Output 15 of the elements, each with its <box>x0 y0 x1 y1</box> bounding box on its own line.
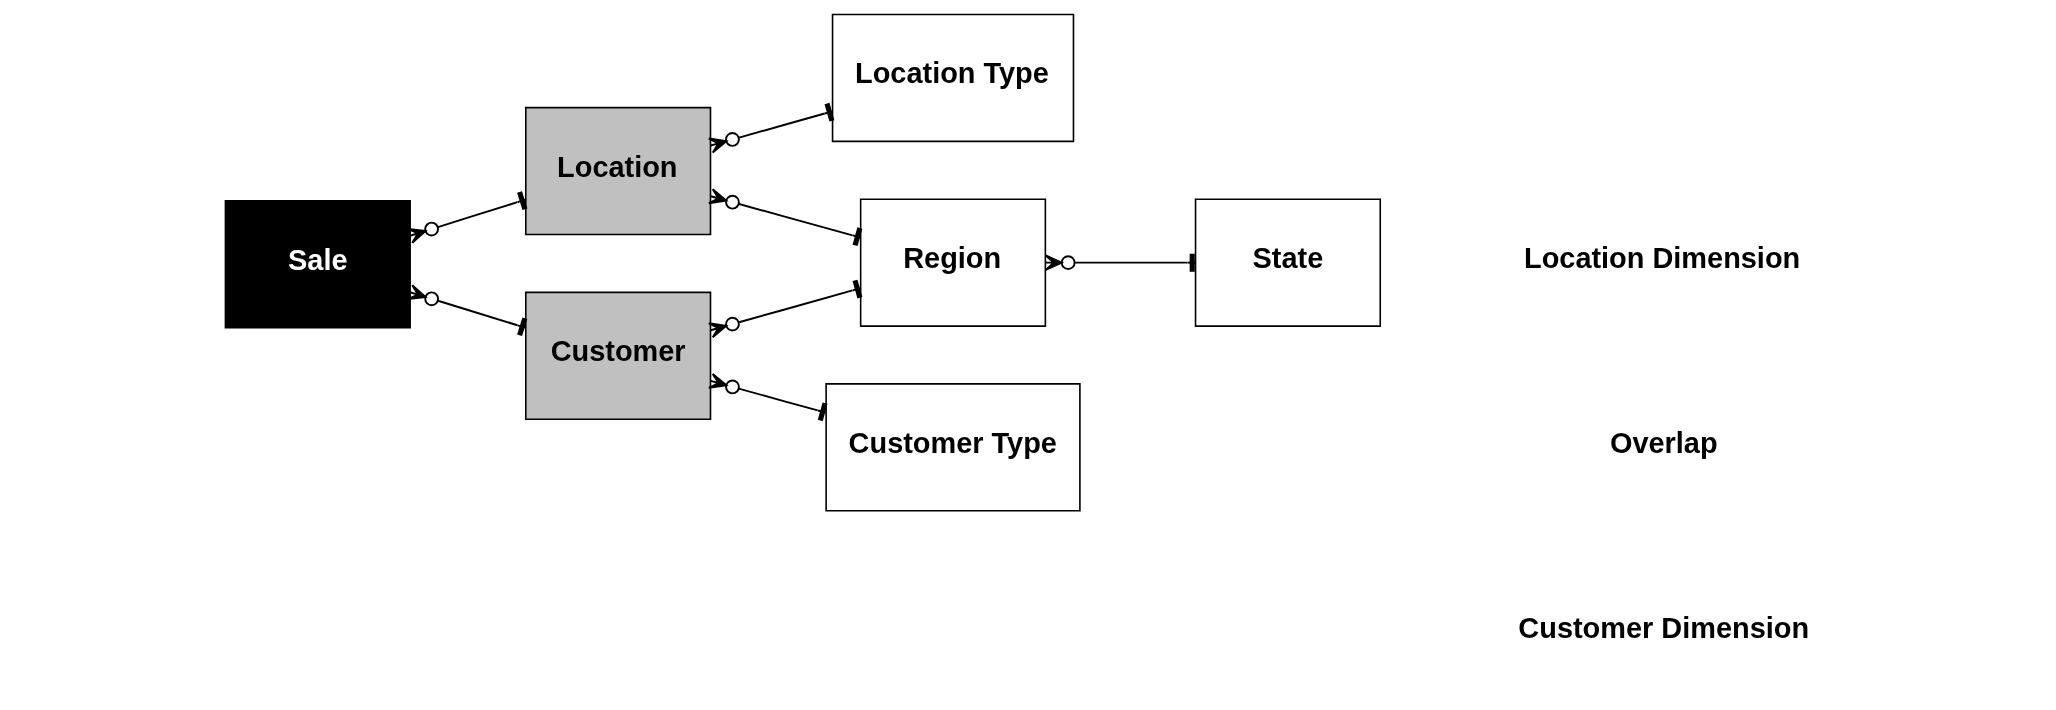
connector <box>707 102 834 154</box>
label: Overlap <box>1609 426 1718 459</box>
label: Customer Dimension <box>1517 611 1809 644</box>
node-box: Customer <box>524 291 711 421</box>
connector <box>707 373 828 422</box>
node-box: State <box>1194 198 1381 327</box>
node-box: Region <box>859 198 1046 327</box>
connector <box>707 188 862 247</box>
node-box: Sale <box>224 200 411 329</box>
connector <box>1044 253 1196 272</box>
node-box: Location <box>524 106 711 236</box>
label: Location Dimension <box>1523 242 1800 275</box>
node-box: Customer Type <box>824 383 1081 512</box>
connector <box>707 279 862 339</box>
node-box: Location Type <box>831 13 1074 143</box>
